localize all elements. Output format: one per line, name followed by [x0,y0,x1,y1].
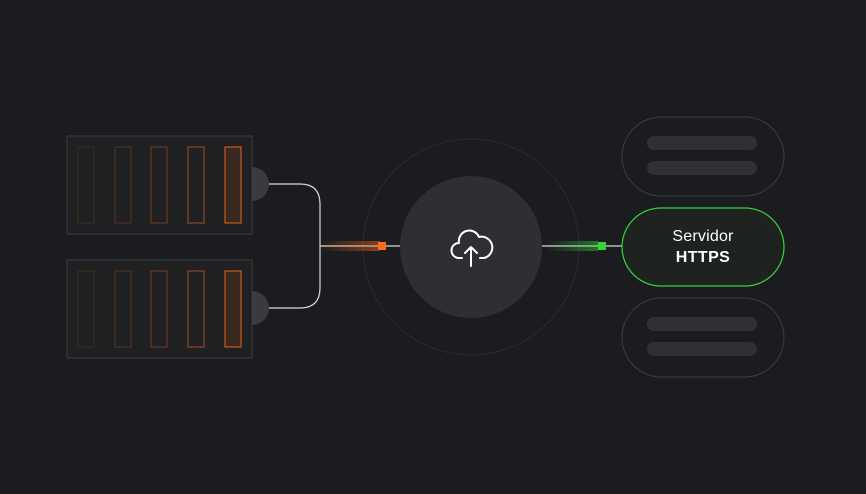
source-bar [77,270,95,348]
source-glow-trail [318,241,380,251]
source-bar [187,146,205,224]
https-server-protocol: HTTPS [675,249,731,266]
placeholder-server-top [621,116,785,197]
source-panel-1 [66,135,269,235]
source-bar [150,270,168,348]
source-bar [114,270,132,348]
destination-packet [598,242,606,250]
source-bracket-line [250,183,321,309]
source-panel-1-frame [66,135,253,235]
source-bar [114,146,132,224]
placeholder-server-bottom [621,297,785,378]
source-bar [187,270,205,348]
source-bar-active [224,146,242,224]
destination-glow-trail [546,241,598,251]
source-packet [378,242,386,250]
cloud-upload-icon [450,229,494,267]
source-bar [77,146,95,224]
https-server-label: Servidor [672,228,734,245]
source-bar-active [224,270,242,348]
source-panel-2 [66,259,269,359]
https-server-node [621,207,785,287]
source-panel-2-frame [66,259,253,359]
source-bar [150,146,168,224]
